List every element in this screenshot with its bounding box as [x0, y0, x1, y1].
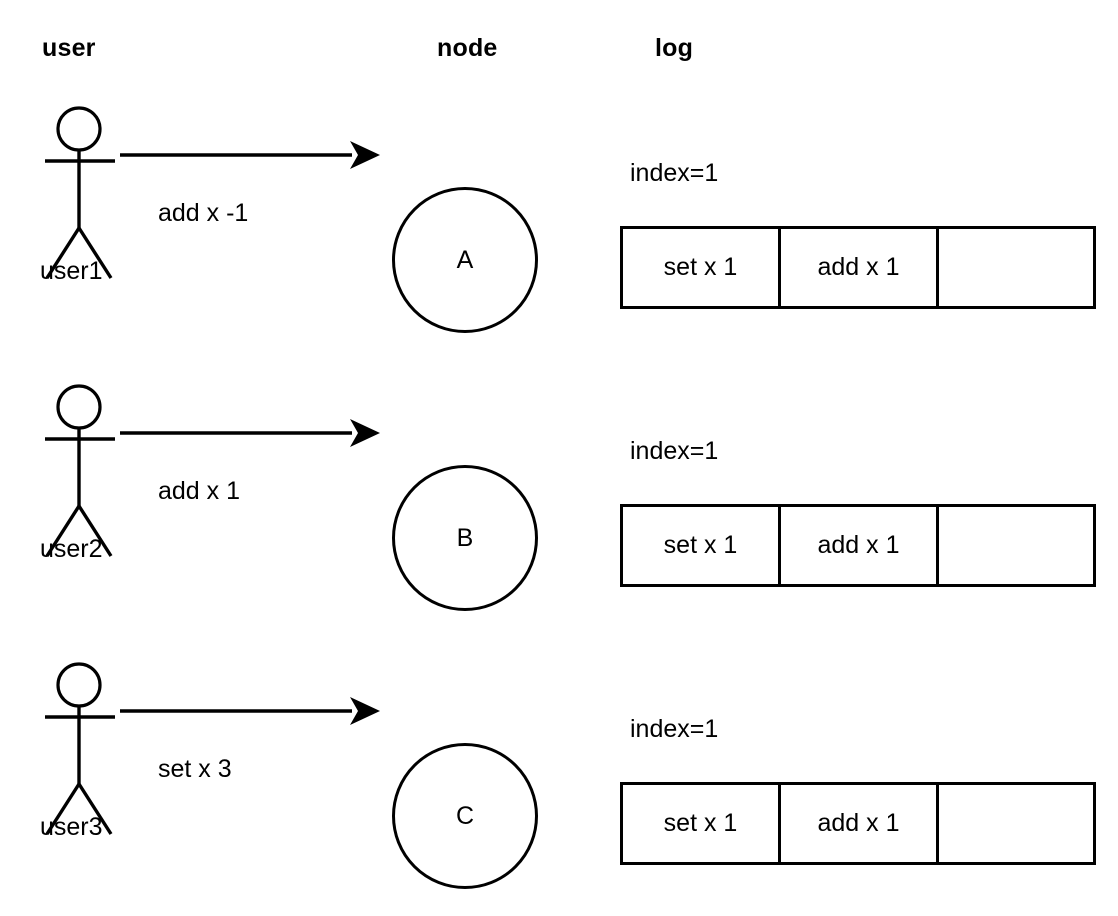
- log-entry-cell: set x 1: [623, 507, 781, 584]
- stick-figure-icon: user2: [30, 351, 170, 581]
- log-index-label: index=1: [630, 159, 719, 187]
- node-label: A: [456, 245, 474, 274]
- log-entry-cell: set x 1: [623, 229, 781, 306]
- diagram-row: user2 add x 1 B index=1 set x 1 add x 1: [0, 351, 1118, 629]
- message-arrow-icon: [118, 691, 388, 731]
- log-entry-cell-empty: [939, 785, 1093, 862]
- log-entry-cell: add x 1: [781, 229, 939, 306]
- log-table: set x 1 add x 1: [620, 504, 1096, 587]
- stick-figure-icon: user3: [30, 629, 170, 859]
- column-header-node: node: [437, 34, 498, 62]
- log-entry-cell: set x 1: [623, 785, 781, 862]
- message-arrow-icon: [118, 413, 388, 453]
- column-header-user: user: [42, 34, 96, 62]
- node-circle: C: [392, 743, 538, 889]
- node-label: C: [455, 801, 475, 830]
- message-label: add x -1: [158, 199, 249, 227]
- actor-label: user3: [40, 813, 103, 841]
- log-table: set x 1 add x 1: [620, 226, 1096, 309]
- message-label: set x 3: [158, 755, 232, 783]
- diagram-row: user3 set x 3 C index=1 set x 1 add x 1: [0, 629, 1118, 907]
- actor-label: user2: [40, 535, 103, 563]
- node-label: B: [456, 523, 474, 552]
- stick-figure-icon: user1: [30, 73, 170, 303]
- diagram-row: user1 add x -1 A index=1 set x 1 add x 1: [0, 73, 1118, 351]
- message-label: add x 1: [158, 477, 241, 505]
- log-entry-cell: add x 1: [781, 507, 939, 584]
- log-entry-cell-empty: [939, 229, 1093, 306]
- log-index-label: index=1: [630, 437, 719, 465]
- log-table: set x 1 add x 1: [620, 782, 1096, 865]
- node-circle: A: [392, 187, 538, 333]
- node-circle: B: [392, 465, 538, 611]
- log-entry-cell: add x 1: [781, 785, 939, 862]
- log-entry-cell-empty: [939, 507, 1093, 584]
- column-header-log: log: [655, 34, 694, 62]
- actor-label: user1: [40, 257, 103, 285]
- log-index-label: index=1: [630, 715, 719, 743]
- message-arrow-icon: [118, 135, 388, 175]
